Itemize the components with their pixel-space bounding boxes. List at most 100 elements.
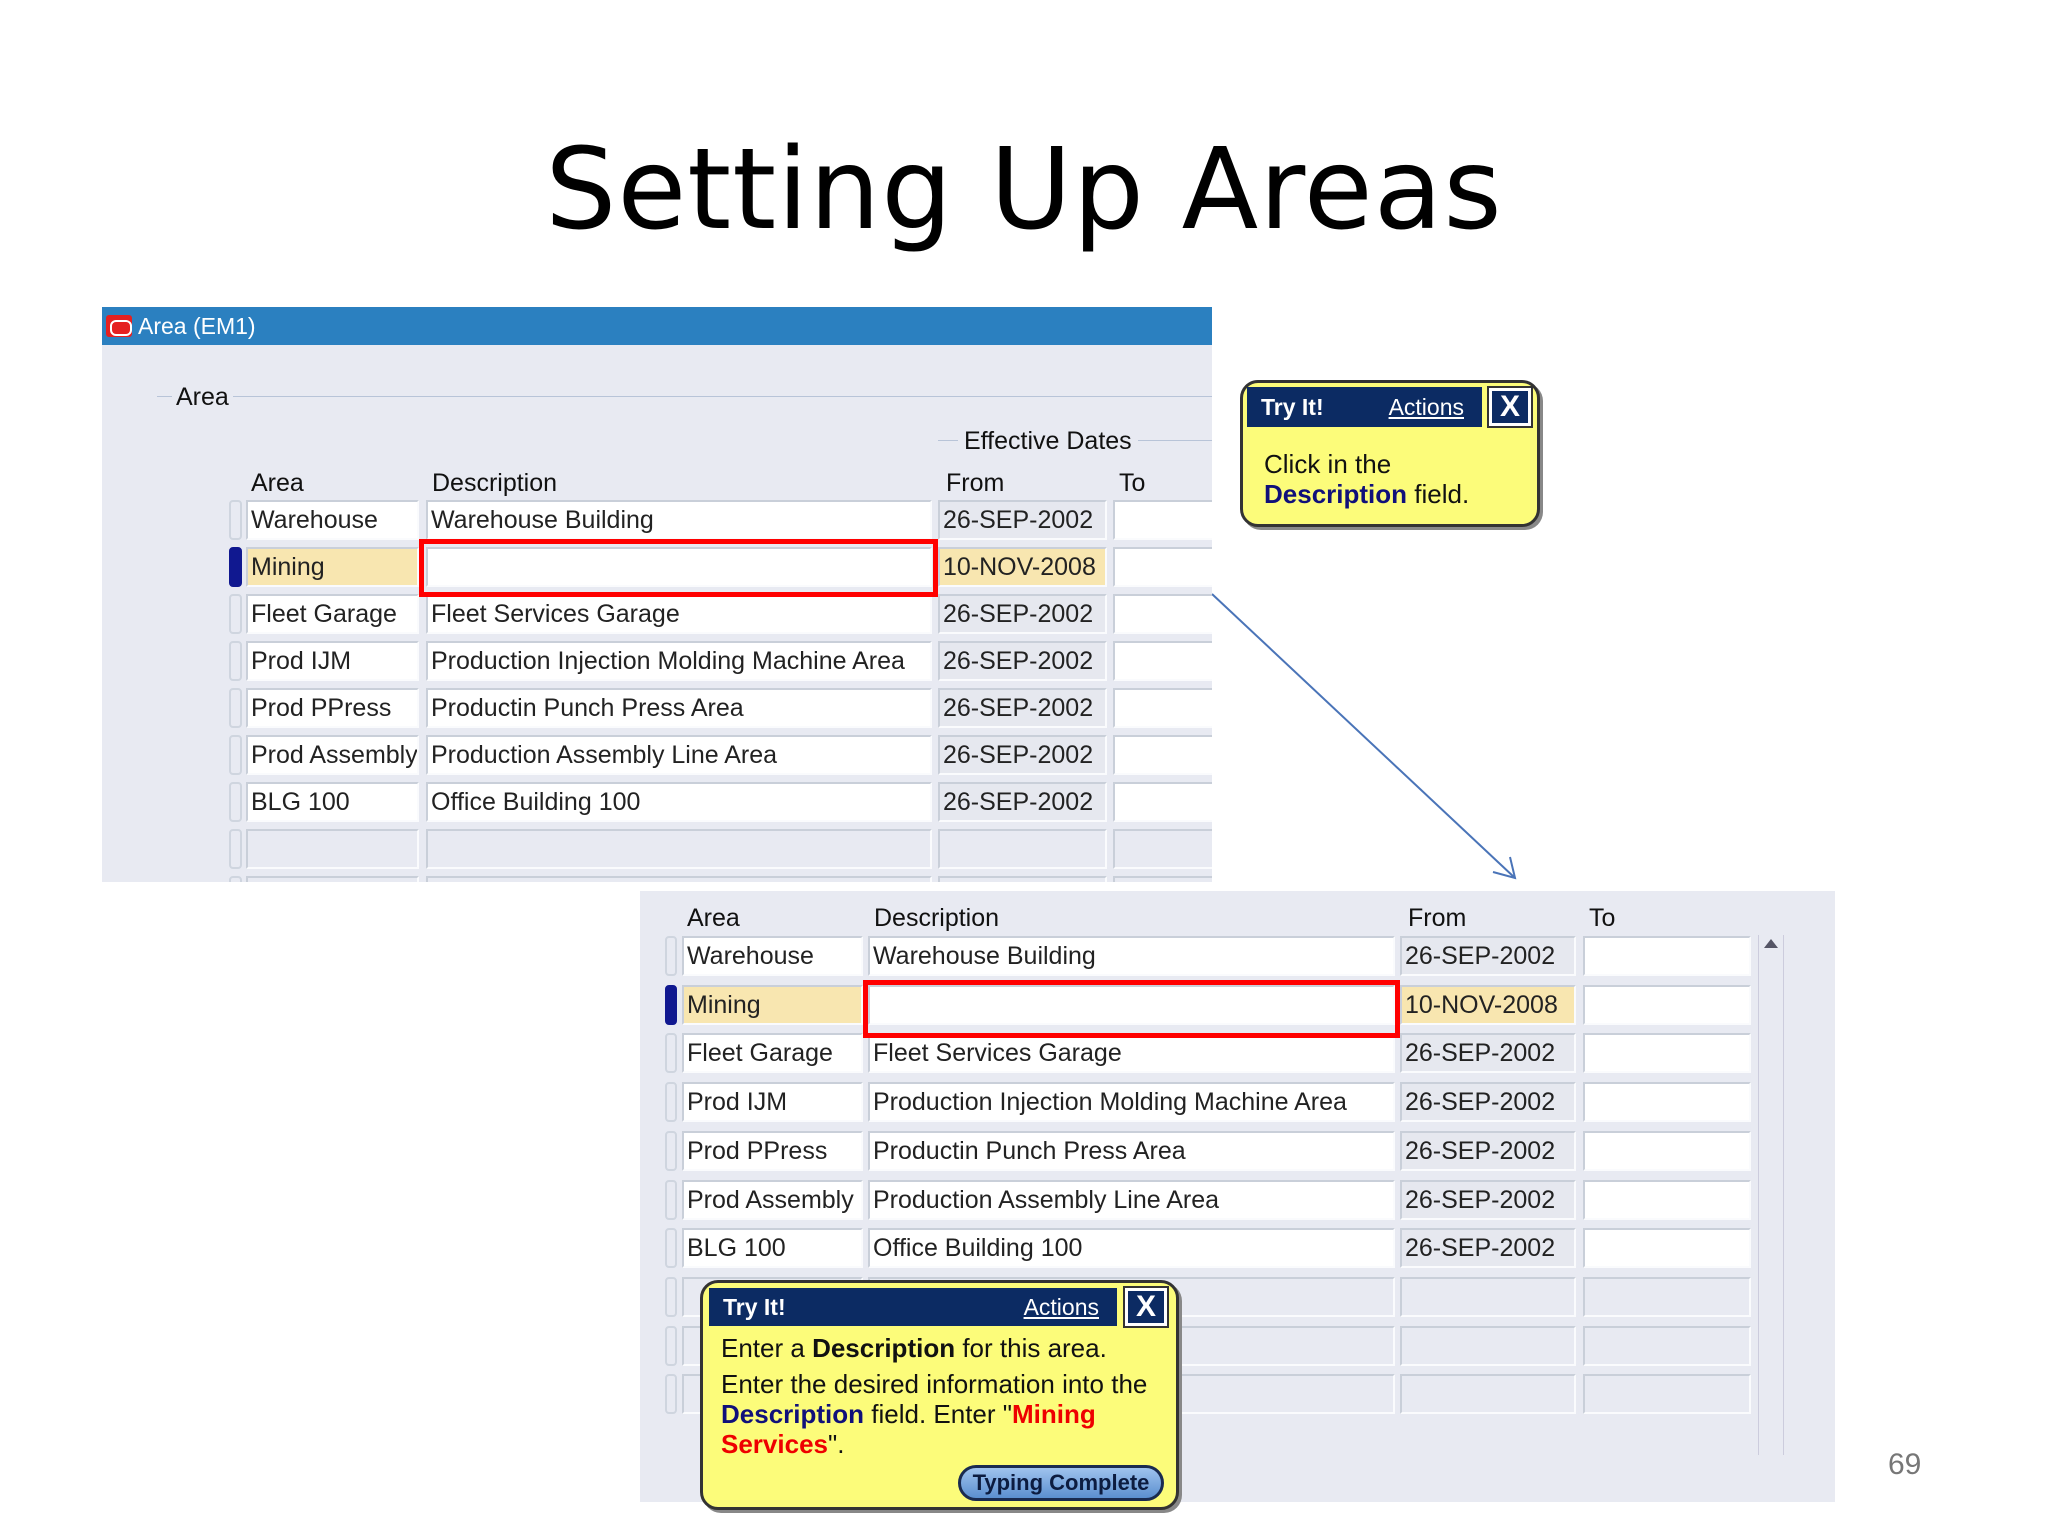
description-field[interactable]: Productin Punch Press Area xyxy=(868,1130,1395,1171)
from-date-field[interactable] xyxy=(1400,1374,1576,1415)
description-field[interactable]: Productin Punch Press Area xyxy=(426,688,932,728)
from-date-field[interactable]: 26-SEP-2002 xyxy=(1400,1130,1576,1171)
area-field[interactable]: Fleet Garage xyxy=(682,1033,863,1074)
row-selector[interactable] xyxy=(229,547,242,587)
row-selector[interactable] xyxy=(229,500,242,540)
description-field[interactable]: Production Assembly Line Area xyxy=(868,1179,1395,1220)
area-field[interactable]: Prod Assembly xyxy=(246,735,419,775)
area-field[interactable]: Prod Assembly xyxy=(682,1179,863,1220)
row-selector[interactable] xyxy=(665,1130,677,1171)
description-field[interactable] xyxy=(426,829,932,869)
row-selector[interactable] xyxy=(229,829,242,869)
area-field[interactable]: BLG 100 xyxy=(246,782,419,822)
column-header-area: Area xyxy=(687,904,740,932)
to-date-field[interactable] xyxy=(1583,1179,1751,1220)
from-date-field[interactable]: 10-NOV-2008 xyxy=(1400,984,1576,1025)
to-date-field[interactable] xyxy=(1113,547,1212,587)
row-selector[interactable] xyxy=(229,688,242,728)
description-field[interactable]: Warehouse Building xyxy=(426,500,932,540)
from-date-field[interactable]: 26-SEP-2002 xyxy=(938,594,1107,634)
actions-link[interactable]: Actions xyxy=(1023,1294,1099,1320)
description-field[interactable] xyxy=(426,876,932,882)
row-selector[interactable] xyxy=(665,936,677,976)
from-date-field[interactable]: 26-SEP-2002 xyxy=(938,735,1107,775)
from-date-field[interactable] xyxy=(1400,1325,1576,1366)
area-field[interactable]: Prod IJM xyxy=(246,641,419,681)
area-field[interactable]: Mining xyxy=(682,984,863,1025)
area-field[interactable]: Prod PPress xyxy=(246,688,419,728)
area-field[interactable] xyxy=(246,829,419,869)
description-field[interactable]: Production Assembly Line Area xyxy=(426,735,932,775)
row-selector[interactable] xyxy=(665,1033,677,1074)
area-field[interactable] xyxy=(246,876,419,882)
from-date-field[interactable]: 26-SEP-2002 xyxy=(1400,1228,1576,1269)
area-field[interactable]: Prod IJM xyxy=(682,1082,863,1123)
close-icon[interactable]: X xyxy=(1487,386,1533,428)
to-date-field[interactable] xyxy=(1113,500,1212,540)
to-date-field[interactable] xyxy=(1583,1228,1751,1269)
from-date-field[interactable]: 26-SEP-2002 xyxy=(938,782,1107,822)
row-selector[interactable] xyxy=(665,1082,677,1123)
row-selector[interactable] xyxy=(229,594,242,634)
description-field[interactable]: Office Building 100 xyxy=(426,782,932,822)
try-it-label: Try It! xyxy=(723,1294,786,1320)
to-date-field[interactable] xyxy=(1583,1325,1751,1366)
to-date-field[interactable] xyxy=(1113,735,1212,775)
to-date-field[interactable] xyxy=(1583,1130,1751,1171)
from-date-field[interactable]: 26-SEP-2002 xyxy=(1400,1082,1576,1123)
to-date-field[interactable] xyxy=(1113,641,1212,681)
row-selector[interactable] xyxy=(665,1179,677,1220)
from-date-field[interactable] xyxy=(938,876,1107,882)
to-date-field[interactable] xyxy=(1113,876,1212,882)
to-date-field[interactable] xyxy=(1113,594,1212,634)
description-field[interactable] xyxy=(426,547,932,587)
from-date-field[interactable]: 26-SEP-2002 xyxy=(1400,1033,1576,1074)
area-field[interactable]: Mining xyxy=(246,547,419,587)
row-selector[interactable] xyxy=(229,641,242,681)
to-date-field[interactable] xyxy=(1113,782,1212,822)
from-date-field[interactable]: 26-SEP-2002 xyxy=(1400,1179,1576,1220)
row-selector[interactable] xyxy=(229,735,242,775)
row-selector[interactable] xyxy=(665,1228,677,1269)
description-field[interactable]: Production Injection Molding Machine Are… xyxy=(868,1082,1395,1123)
to-date-field[interactable] xyxy=(1583,1033,1751,1074)
from-date-field[interactable]: 26-SEP-2002 xyxy=(938,500,1107,540)
row-selector[interactable] xyxy=(665,1374,677,1415)
typing-complete-button[interactable]: Typing Complete xyxy=(958,1465,1164,1501)
description-field[interactable]: Office Building 100 xyxy=(868,1228,1395,1269)
scroll-up-icon[interactable] xyxy=(1764,939,1778,948)
area-field[interactable]: Fleet Garage xyxy=(246,594,419,634)
to-date-field[interactable] xyxy=(1113,829,1212,869)
area-field[interactable]: Prod PPress xyxy=(682,1130,863,1171)
column-header-description: Description xyxy=(432,469,558,497)
description-field[interactable]: Fleet Services Garage xyxy=(868,1033,1395,1074)
to-date-field[interactable] xyxy=(1583,1276,1751,1317)
row-selector[interactable] xyxy=(665,1325,677,1366)
actions-link[interactable]: Actions xyxy=(1388,394,1464,420)
area-field[interactable]: BLG 100 xyxy=(682,1228,863,1269)
from-date-field[interactable]: 26-SEP-2002 xyxy=(938,688,1107,728)
to-date-field[interactable] xyxy=(1583,1374,1751,1415)
close-icon[interactable]: X xyxy=(1123,1286,1169,1328)
to-date-field[interactable] xyxy=(1583,984,1751,1025)
row-selector[interactable] xyxy=(229,782,242,822)
to-date-field[interactable] xyxy=(1583,936,1751,976)
from-date-field[interactable] xyxy=(938,829,1107,869)
vertical-scrollbar[interactable] xyxy=(1758,935,1784,1455)
row-selector[interactable] xyxy=(665,1276,677,1317)
description-field[interactable]: Production Injection Molding Machine Are… xyxy=(426,641,932,681)
from-date-field[interactable]: 26-SEP-2002 xyxy=(1400,936,1576,976)
row-selector[interactable] xyxy=(229,876,242,882)
from-date-field[interactable] xyxy=(1400,1276,1576,1317)
area-field[interactable]: Warehouse xyxy=(682,936,863,976)
row-selector[interactable] xyxy=(665,984,677,1025)
description-field[interactable]: Warehouse Building xyxy=(868,936,1395,976)
description-field[interactable]: Fleet Services Garage xyxy=(426,594,932,634)
to-date-field[interactable] xyxy=(1113,688,1212,728)
area-field[interactable]: Warehouse xyxy=(246,500,419,540)
from-date-field[interactable]: 10-NOV-2008 xyxy=(938,547,1107,587)
to-date-field[interactable] xyxy=(1583,1082,1751,1123)
description-field[interactable] xyxy=(868,984,1395,1025)
from-date-field[interactable]: 26-SEP-2002 xyxy=(938,641,1107,681)
